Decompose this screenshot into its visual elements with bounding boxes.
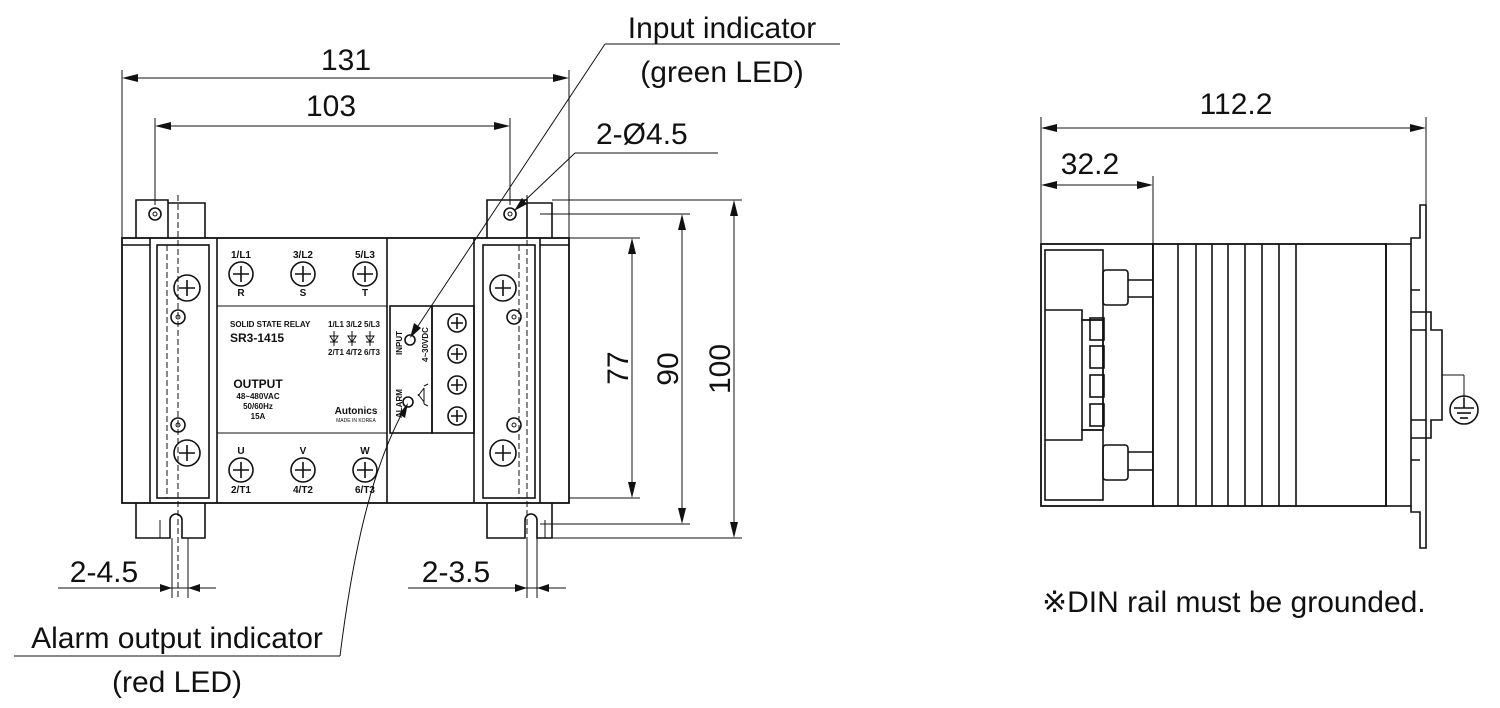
alarm-label: ALARM xyxy=(395,389,404,418)
terminal-label: 2/T1 xyxy=(231,485,251,496)
phase-label: S xyxy=(300,288,307,299)
terminal-label: 3/L2 xyxy=(293,250,313,261)
input-label: INPUT xyxy=(395,331,404,355)
phase-label: R xyxy=(237,288,245,299)
mini-terminal: 5/L3 xyxy=(364,320,381,329)
dim-value: 2-4.5 xyxy=(70,556,138,589)
callout-input-indicator: Input indicator (green LED) xyxy=(410,12,840,338)
terminal-label: 6/T3 xyxy=(355,485,375,496)
product-label: SOLID STATE RELAY SR3-1415 1/L1 3/L2 5/L… xyxy=(217,305,387,434)
input-led-icon xyxy=(404,334,416,346)
front-view: 1/L1 3/L2 5/L3 R S T SOLID STATE RELAY S… xyxy=(14,12,840,699)
dim-height-total: 100 xyxy=(552,199,742,539)
dim-value: 103 xyxy=(306,90,356,123)
terminal-screw xyxy=(290,261,316,287)
dim-height-inner: 77 xyxy=(569,237,640,499)
product-type: SOLID STATE RELAY xyxy=(230,320,311,329)
alarm-led-icon xyxy=(402,396,414,408)
model-number: SR3-1415 xyxy=(230,331,284,345)
dim-value: 2-Ø4.5 xyxy=(596,118,688,151)
mini-terminal: 6/T3 xyxy=(364,348,381,357)
dim-value: 32.2 xyxy=(1061,148,1119,181)
phase-label: T xyxy=(362,288,368,299)
terminal-label: 5/L3 xyxy=(355,250,375,261)
mini-terminal: 1/L1 xyxy=(328,320,345,329)
callout-label: (green LED) xyxy=(640,56,803,89)
dim-value: 90 xyxy=(652,352,685,385)
dim-value: 100 xyxy=(704,344,737,394)
terminal-screw xyxy=(228,261,254,287)
ground-icon xyxy=(1449,395,1479,425)
dim-terminal-depth: 32.2 xyxy=(1041,148,1154,244)
phase-label: W xyxy=(360,446,370,457)
dim-slot-right: 2-3.5 xyxy=(408,538,566,598)
callout-alarm-indicator: Alarm output indicator (red LED) xyxy=(14,403,408,699)
bottom-terminals: U V W 2/T1 4/T2 6/T3 xyxy=(228,446,378,496)
terminal-label: 1/L1 xyxy=(231,250,251,261)
output-current: 15A xyxy=(251,412,266,421)
phase-label: U xyxy=(237,446,244,457)
dim-mount-spacing: 103 xyxy=(154,90,511,205)
brand-logo: Autonics xyxy=(335,406,378,417)
dim-slot-left: 2-4.5 xyxy=(58,538,216,598)
terminal-screw xyxy=(352,457,378,483)
terminal-screw xyxy=(228,457,254,483)
dim-value: 2-3.5 xyxy=(422,556,490,589)
terminal-label: 4/T2 xyxy=(293,485,313,496)
terminal-screw xyxy=(290,457,316,483)
dim-value: 131 xyxy=(321,44,371,77)
output-voltage: 48~480VAC xyxy=(236,392,279,401)
terminal-screw xyxy=(352,261,378,287)
dim-height-mid: 90 xyxy=(540,213,690,525)
dim-value: 77 xyxy=(602,351,635,384)
dim-overall-depth: 112.2 xyxy=(1040,88,1427,244)
mini-terminal: 2/T1 xyxy=(328,348,345,357)
mini-terminal: 4/T2 xyxy=(346,348,363,357)
grounding-note: ※DIN rail must be grounded. xyxy=(1042,586,1426,619)
side-view: 112.2 32.2 ※DIN rail must be grounded. xyxy=(1040,88,1479,619)
callout-label: Input indicator xyxy=(628,12,816,45)
top-terminals: 1/L1 3/L2 5/L3 R S T xyxy=(228,250,378,299)
control-module: INPUT 4~30VDC ALARM xyxy=(389,305,475,434)
phase-label: V xyxy=(300,446,307,457)
made-in: MADE IN KOREA xyxy=(336,418,376,424)
dim-overall-width: 131 xyxy=(121,44,570,238)
input-range: 4~30VDC xyxy=(421,327,430,362)
output-frequency: 50/60Hz xyxy=(243,402,273,411)
callout-label: (red LED) xyxy=(112,666,242,699)
output-title: OUTPUT xyxy=(233,377,283,391)
callout-label: Alarm output indicator xyxy=(31,622,323,655)
dim-value: 112.2 xyxy=(1200,88,1273,121)
callout-hole: 2-Ø4.5 xyxy=(514,118,718,211)
mini-terminal: 3/L2 xyxy=(346,320,363,329)
